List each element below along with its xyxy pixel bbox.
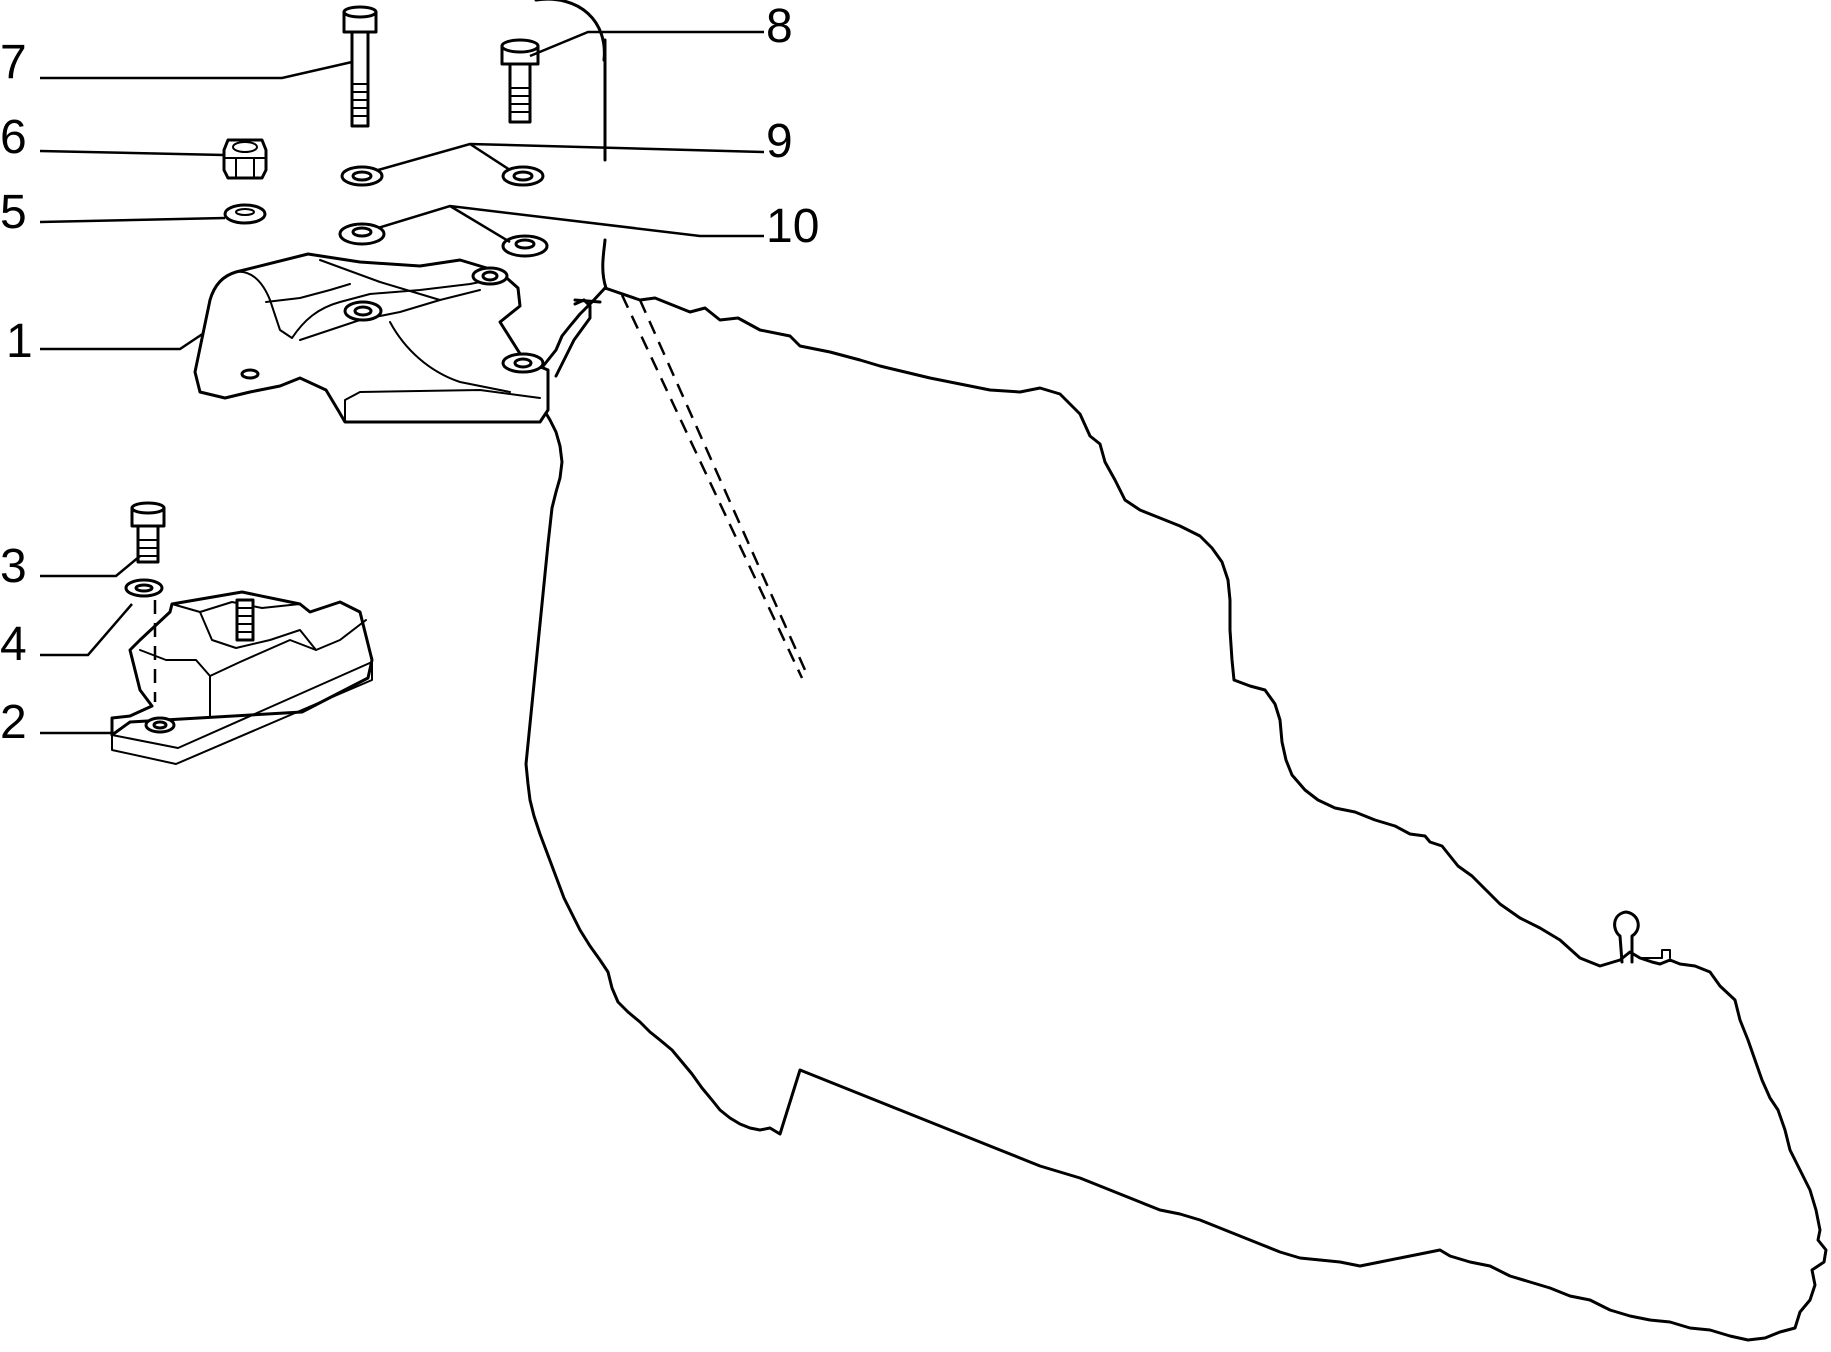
leader-4 [40,603,133,657]
bolt-icon [342,5,378,128]
washer-icon [340,165,545,187]
bolt-icon [500,38,540,124]
gearbox-outline-icon [524,0,1828,1342]
leader-9 [377,142,765,172]
callout-8: 8 [766,0,793,53]
callout-7: 7 [0,36,27,89]
bracket-icon [193,252,550,424]
leader-10 [377,204,764,244]
leader-6 [39,149,225,157]
callout-1: 1 [6,315,33,368]
callout-6: 6 [0,111,27,164]
leader-lines [39,30,765,735]
callout-9: 9 [766,115,793,168]
leader-3 [40,555,141,578]
bolt-icon [130,501,166,564]
washer-icon [338,222,549,258]
leader-8 [529,30,764,58]
washer-icon [223,203,267,225]
callout-labels: 7 6 5 1 3 4 2 8 9 10 [0,0,819,749]
leader-1 [40,331,205,351]
callout-4: 4 [0,618,27,671]
callout-2: 2 [0,696,27,749]
callout-3: 3 [0,540,27,593]
callout-10: 10 [766,200,819,253]
leader-7 [40,60,353,80]
callout-5: 5 [0,186,27,239]
mount-icon [110,590,374,765]
leader-5 [39,216,226,224]
washer-icon [124,578,164,598]
nut-icon [222,138,268,180]
